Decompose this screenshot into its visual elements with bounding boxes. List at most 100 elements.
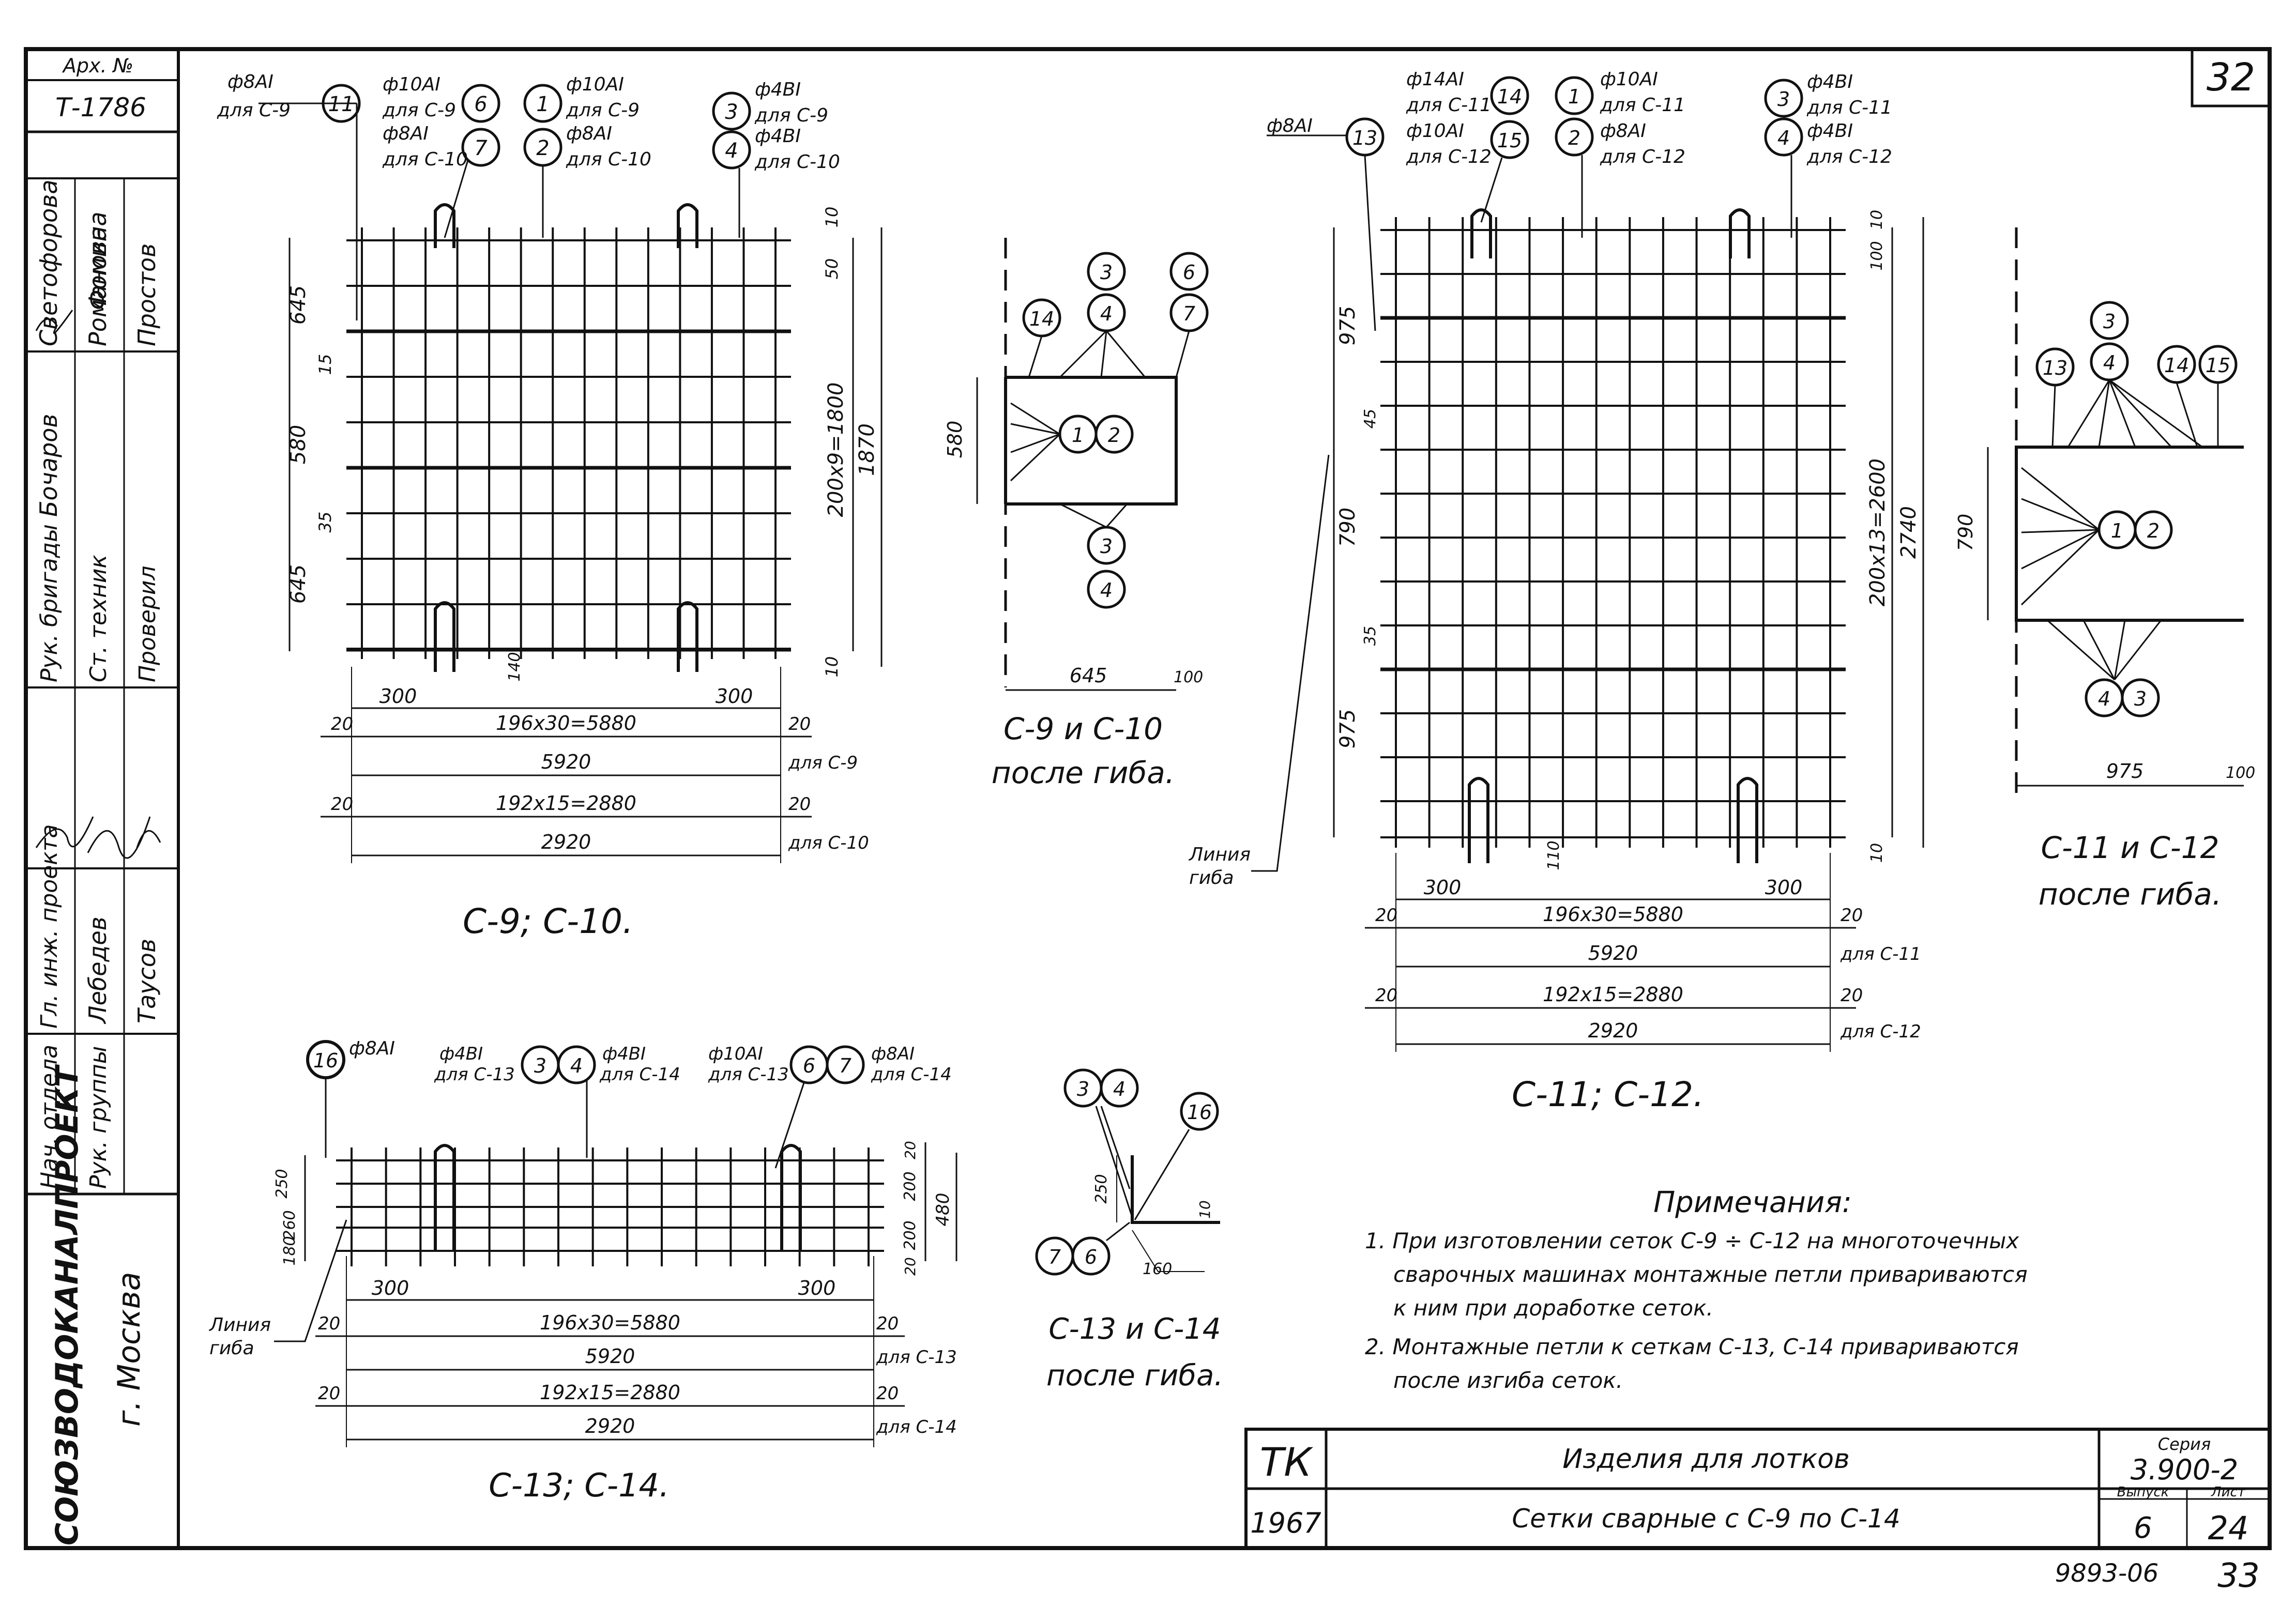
c13-call-7-top: ф8АI (871, 1044, 915, 1064)
svg-text:196x30=5880: 196x30=5880 (1543, 903, 1683, 926)
svg-text:14: 14 (1497, 85, 1522, 108)
svg-text:1: 1 (1072, 424, 1084, 447)
svg-text:180: 180 (281, 1236, 299, 1265)
mesh-c13-bottom-dims: 20 196x30=5880 20 5920 для С-13 20 192x1… (315, 1256, 957, 1447)
c9-call-7-bot: для С-10 (382, 149, 468, 170)
svg-text:2: 2 (2147, 519, 2160, 542)
lifting-loop (1470, 208, 1492, 258)
svg-text:975: 975 (1336, 306, 1360, 345)
c11-bend-line-2: гиба (1189, 867, 1234, 889)
svg-text:20: 20 (1841, 985, 1863, 1006)
svg-text:300: 300 (798, 1277, 836, 1299)
svg-text:790: 790 (1954, 514, 1977, 552)
svg-text:2920: 2920 (541, 831, 591, 853)
svg-text:160: 160 (1143, 1260, 1172, 1278)
org-city: г. Москва (111, 1272, 147, 1427)
svg-text:10: 10 (1868, 210, 1886, 229)
c13-bend-line-1: Линия (208, 1314, 271, 1336)
mesh-c9-bottom-dims: 20 196x30=5880 20 5920 для С-9 20 192x15… (321, 667, 869, 863)
c11-call-15-bot: для С-12 (1406, 146, 1492, 167)
stamp-column: Арх. № Т-1786 Нач. отдела Гл. инж. проек… (26, 54, 178, 1545)
svg-text:260: 260 (281, 1210, 299, 1239)
mesh-c9-callouts: 11 ф8АI для С-9 6 ф10АI для С-9 7 ф8АI д… (217, 71, 840, 320)
tb-vypusk-label: Выпуск (2117, 1484, 2169, 1500)
c11-call-3-top: ф4ВI (1807, 71, 1853, 93)
svg-text:20: 20 (902, 1141, 919, 1159)
svg-text:16: 16 (1187, 1101, 1212, 1124)
tb-title-1: Изделия для лотков (1562, 1444, 1850, 1475)
c9-call-6-bot: для С-9 (382, 100, 456, 121)
svg-text:192x15=2880: 192x15=2880 (1543, 983, 1683, 1006)
svg-text:35: 35 (315, 512, 335, 533)
archive-number: Т-1786 (55, 93, 146, 123)
svg-text:4: 4 (1113, 1078, 1126, 1100)
svg-text:4: 4 (2103, 351, 2116, 374)
svg-text:7: 7 (474, 136, 488, 160)
title-block: ТК 1967 Изделия для лотков Сетки сварные… (1244, 1428, 2271, 1550)
caption-c13-c14: С-13; С-14. (489, 1466, 669, 1504)
name-prostov: Простов (133, 243, 161, 346)
note-line-2: сварочных машинах монтажные петли привар… (1393, 1262, 2028, 1287)
svg-text:100: 100 (1174, 668, 1203, 686)
caption-bend-c13-1: С-13 и С-14 (1048, 1312, 1221, 1346)
mesh-grid-c11 (1380, 208, 1846, 863)
svg-text:20: 20 (788, 714, 811, 734)
svg-text:4: 4 (2098, 687, 2110, 710)
svg-text:3: 3 (1077, 1078, 1089, 1100)
tb-seria-label: Серия (2158, 1434, 2211, 1454)
svg-text:3: 3 (534, 1054, 546, 1077)
lifting-loop (434, 203, 455, 248)
svg-text:2920: 2920 (1588, 1019, 1638, 1042)
c9-call-11-bot: для С-9 (217, 100, 291, 121)
c13-call-7-bot: для С-14 (871, 1064, 952, 1085)
svg-text:3: 3 (1777, 88, 1790, 111)
svg-text:300: 300 (1424, 876, 1462, 899)
svg-text:975: 975 (2106, 760, 2144, 783)
svg-text:20: 20 (876, 1383, 899, 1404)
svg-text:192x15=2880: 192x15=2880 (540, 1381, 680, 1404)
c13-bend-line-2: гиба (209, 1338, 254, 1359)
svg-text:300: 300 (372, 1277, 409, 1299)
c11-call-1-bot: для С-11 (1600, 95, 1685, 116)
c9-call-6-top: ф10АI (383, 74, 440, 95)
name-svetoforova: Светофорова (35, 179, 63, 346)
svg-text:2920: 2920 (585, 1415, 635, 1437)
mesh-grid-c13 (336, 1144, 884, 1266)
c9-call-3-bot: для С-9 (754, 105, 828, 126)
svg-text:580: 580 (286, 425, 310, 464)
svg-text:20: 20 (902, 1257, 919, 1276)
svg-text:10: 10 (822, 656, 842, 678)
svg-text:1870: 1870 (855, 423, 879, 476)
bend-c11-tags: 3 13 4 14 15 1 2 4 3 (2020, 301, 2238, 717)
svg-text:7: 7 (839, 1054, 852, 1077)
svg-text:7: 7 (1048, 1246, 1061, 1268)
svg-text:200x13=2600: 200x13=2600 (1866, 458, 1890, 606)
svg-text:5920: 5920 (1588, 942, 1638, 965)
svg-text:4: 4 (1777, 127, 1790, 149)
svg-text:4: 4 (570, 1054, 583, 1077)
c11-call-3-bot: для С-11 (1806, 97, 1892, 118)
svg-text:110: 110 (1545, 840, 1563, 870)
svg-text:200x9=1800: 200x9=1800 (824, 382, 848, 517)
c13-call-3-top: ф4ВI (439, 1044, 483, 1064)
svg-text:6: 6 (1085, 1246, 1097, 1268)
lifting-loop (1468, 777, 1489, 863)
svg-text:580: 580 (944, 421, 966, 458)
svg-text:для С-10: для С-10 (788, 833, 869, 853)
caption-c11-c12: С-11; С-12. (1512, 1075, 1704, 1114)
caption-bend-c9-1: С-9 и С-10 (1003, 711, 1163, 746)
c9-call-4-bot: для С-10 (754, 151, 840, 173)
svg-text:1: 1 (536, 93, 549, 116)
sheet-frame: 32 33 9893-06 (24, 47, 2272, 1595)
svg-text:250: 250 (1092, 1174, 1111, 1203)
svg-text:200: 200 (901, 1220, 919, 1250)
caption-bend-c11-1: С-11 и С-12 (2041, 830, 2219, 865)
svg-text:для С-12: для С-12 (1840, 1021, 1921, 1042)
lifting-loop (677, 203, 698, 248)
svg-text:15: 15 (2206, 354, 2230, 377)
c11-call-15-top: ф10АI (1406, 120, 1464, 142)
bend-c13-tags: 3 4 16 7 6 (1035, 1068, 1219, 1276)
svg-text:100: 100 (1868, 241, 1886, 270)
lifting-loop (434, 601, 455, 672)
